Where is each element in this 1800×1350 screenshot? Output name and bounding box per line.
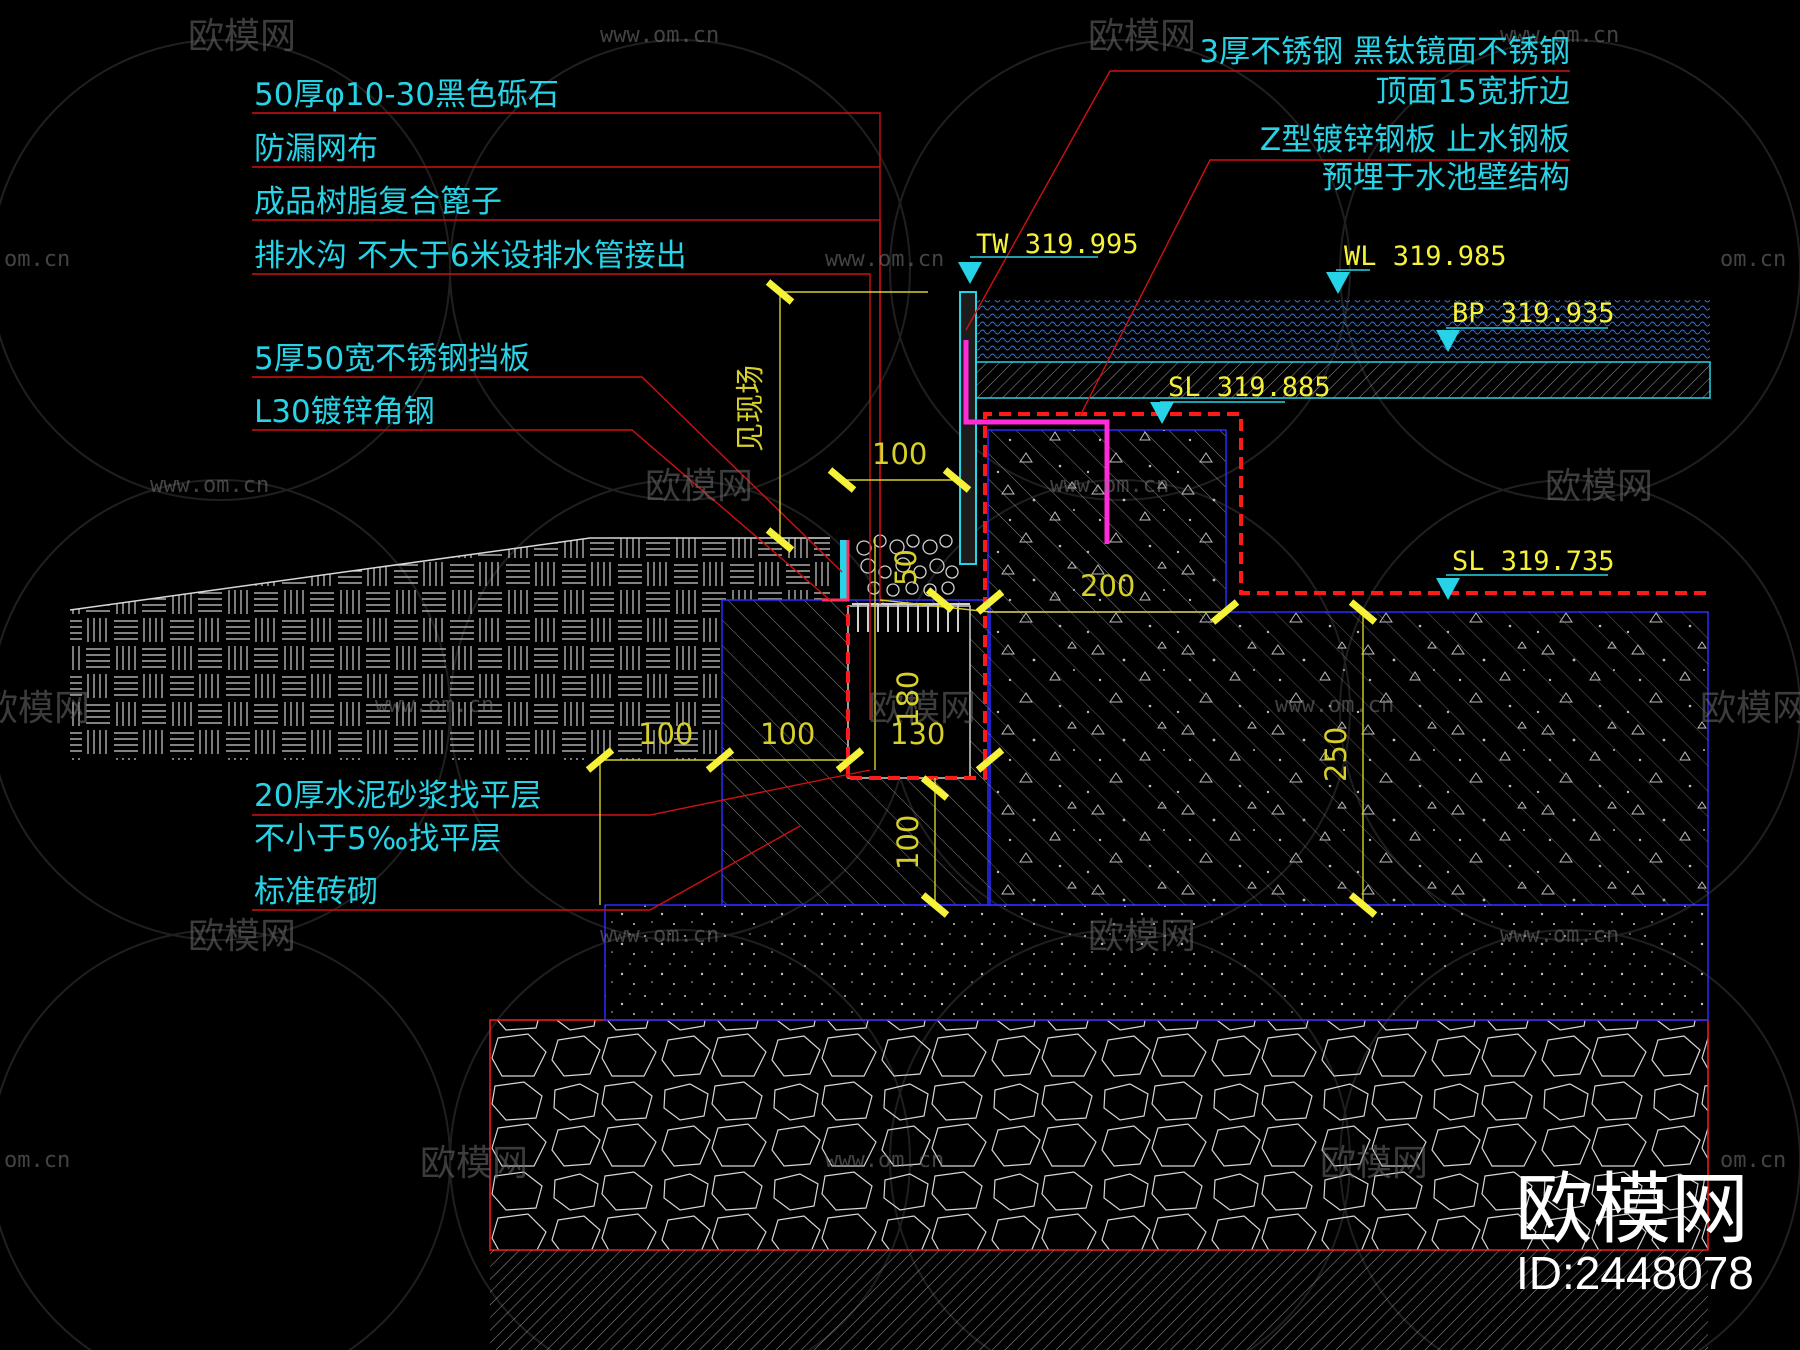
watermark-brand: 欧模网 xyxy=(1700,688,1800,729)
callout-angle-steel: L30镀锌角钢 xyxy=(254,394,435,430)
dim-100-top: 100 xyxy=(872,437,927,471)
watermark-brand: 欧模网 xyxy=(420,1143,528,1184)
watermark-url: www.om.cn xyxy=(1275,693,1394,718)
watermark-url: www.om.cn xyxy=(375,693,494,718)
watermark-url: www.om.cn xyxy=(150,473,269,498)
callout-slope: 不小于5‰找平层 xyxy=(254,821,501,857)
watermark-url-short: om.cn xyxy=(1720,247,1786,272)
dim-130: 130 xyxy=(890,717,945,751)
dim-250: 250 xyxy=(1319,727,1353,782)
dim-100-b: 100 xyxy=(760,717,815,751)
level-tw: TW 319.995 xyxy=(976,229,1139,260)
level-labels: TW 319.995 WL 319.985 BP 319.935 SL 319.… xyxy=(976,229,1615,577)
leader-lines-left xyxy=(252,112,881,911)
watermark-brand: 欧模网 xyxy=(1088,916,1196,957)
callout-coping-fold: 顶面15宽折边 xyxy=(1376,74,1570,110)
dim-50: 50 xyxy=(889,549,923,586)
watermark-url-short: om.cn xyxy=(4,247,70,272)
watermark-url: www.om.cn xyxy=(1500,23,1619,48)
watermark-url: www.om.cn xyxy=(600,23,719,48)
watermark-brand: 欧模网 xyxy=(645,466,753,507)
callout-stainless-coping: 3厚不锈钢 黑钛镜面不锈钢 xyxy=(1199,34,1570,70)
watermark-brand: 欧模网 xyxy=(188,16,296,57)
dimension-ticks xyxy=(585,279,1378,918)
callout-embedded: 预埋于水池壁结构 xyxy=(1322,160,1570,196)
level-sl-lower: SL 319.735 xyxy=(1452,546,1615,577)
gravel-cushion-layer xyxy=(604,904,1709,1021)
dim-site: 见现场 xyxy=(733,365,767,452)
callouts-left: 50厚φ10-30黑色砾石 防漏网布 成品树脂复合篦子 排水沟 不大于6米设排水… xyxy=(254,77,687,910)
watermark-brand: 欧模网 xyxy=(1545,466,1653,507)
watermark-url: www.om.cn xyxy=(1050,473,1169,498)
watermark-brand: 欧模网 xyxy=(0,688,90,729)
resin-grate xyxy=(852,603,970,632)
callout-brick-masonry: 标准砖砌 xyxy=(254,874,378,910)
callout-leak-mesh: 防漏网布 xyxy=(254,131,378,167)
level-markers xyxy=(958,262,1460,600)
callout-gravel: 50厚φ10-30黑色砾石 xyxy=(254,77,559,113)
watermark-brand: 欧模网 xyxy=(1320,1143,1428,1184)
pool-finish-layer xyxy=(967,361,1711,399)
watermark-url-short: om.cn xyxy=(1720,1148,1786,1173)
watermark-url: www.om.cn xyxy=(825,247,944,272)
watermark-url: www.om.cn xyxy=(825,1148,944,1173)
logo-id: ID:2448078 xyxy=(1516,1247,1754,1299)
callout-z-plate: Z型镀锌钢板 止水钢板 xyxy=(1260,122,1570,158)
watermark-url-short: om.cn xyxy=(4,1148,70,1173)
watermark-layer: 欧模网 欧模网 欧模网 欧模网 欧模网 欧模网 欧模网 欧模网 欧模网 欧模网 … xyxy=(0,16,1800,1184)
angle-steel xyxy=(822,540,850,602)
watermark-brand: 欧模网 xyxy=(868,688,976,729)
logo-name: 欧模网 xyxy=(1515,1165,1749,1255)
rubble-base-layer xyxy=(489,1019,1709,1251)
level-wl: WL 319.985 xyxy=(1344,241,1507,272)
callouts-right: 3厚不锈钢 黑钛镜面不锈钢 顶面15宽折边 Z型镀锌钢板 止水钢板 预埋于水池壁… xyxy=(1199,34,1570,196)
paved-area xyxy=(70,538,830,760)
callout-resin-grate: 成品树脂复合篦子 xyxy=(254,184,502,220)
dim-100-vertical: 100 xyxy=(891,815,925,870)
stainless-baffle xyxy=(840,540,848,600)
pool-water xyxy=(975,300,1710,362)
level-sl-upper: SL 319.885 xyxy=(1168,372,1331,403)
dim-100-a: 100 xyxy=(638,717,693,751)
dimension-labels: 100 50 200 180 130 100 100 100 250 见现场 xyxy=(638,365,1353,870)
level-lines xyxy=(970,256,1608,576)
level-bp: BP 319.935 xyxy=(1452,298,1615,329)
callout-mortar-layer: 20厚水泥砂浆找平层 xyxy=(254,778,541,814)
callout-drain-trench: 排水沟 不大于6米设排水管接出 xyxy=(254,238,687,274)
dimension-lines xyxy=(599,291,1364,905)
dim-200: 200 xyxy=(1080,569,1135,603)
pool-structure-hatch xyxy=(988,612,1708,905)
stainless-coping xyxy=(959,291,977,565)
dim-180: 180 xyxy=(891,671,925,726)
watermark-url: www.om.cn xyxy=(1500,923,1619,948)
z-stop-plate xyxy=(963,340,1110,544)
watermark-brand: 欧模网 xyxy=(1088,16,1196,57)
soil-base-layer xyxy=(490,1250,1708,1350)
leader-lines-right xyxy=(965,70,1570,417)
waterproofing-layer xyxy=(846,412,1708,780)
watermark-brand: 欧模网 xyxy=(188,916,296,957)
paved-surface-line xyxy=(69,537,830,611)
brand-logo: 欧模网 ID:2448078 xyxy=(1515,1165,1754,1299)
watermark-url: www.om.cn xyxy=(600,923,719,948)
callout-steel-baffle: 5厚50宽不锈钢挡板 xyxy=(254,341,530,377)
